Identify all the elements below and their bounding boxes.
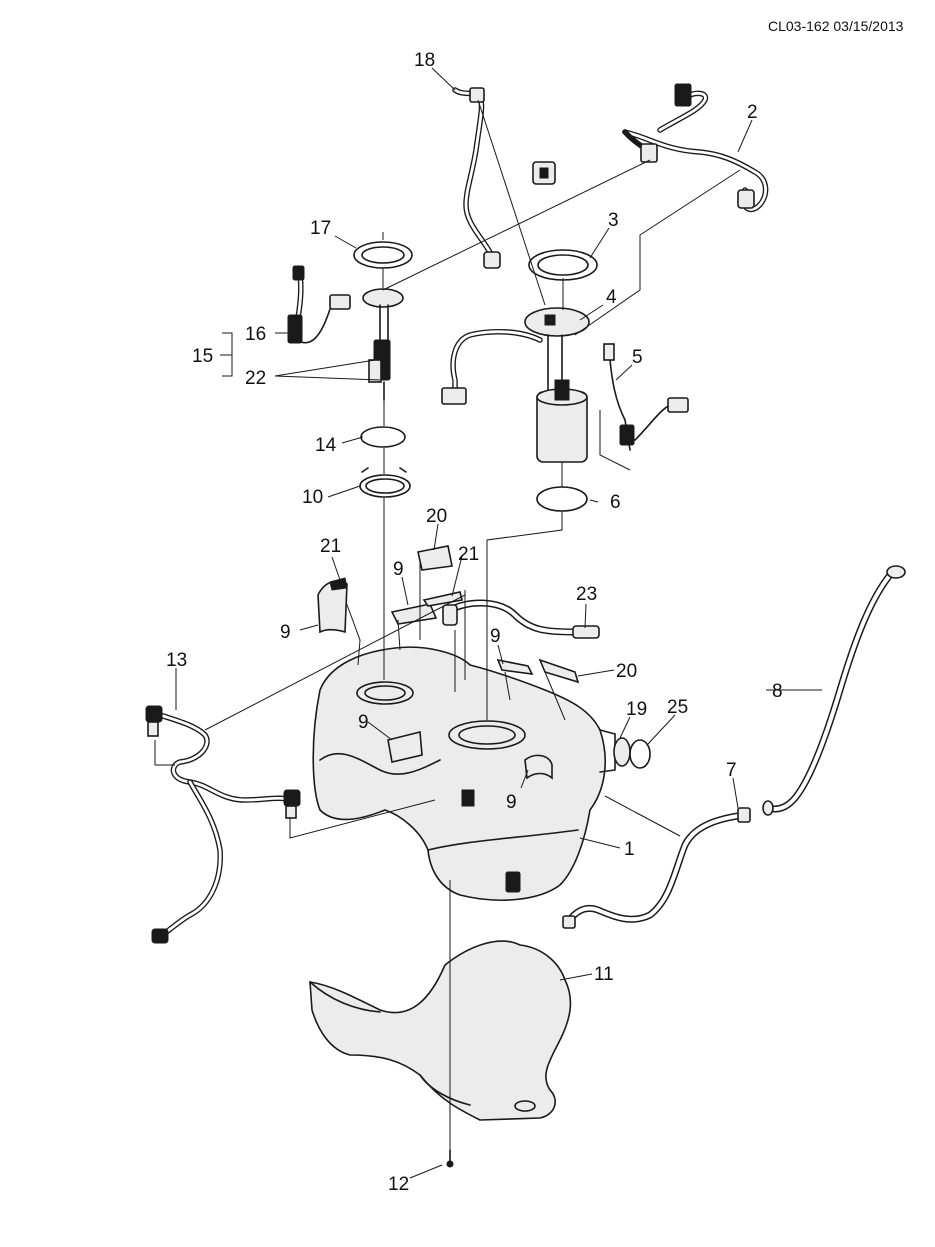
callout-2: 2 [747, 102, 758, 123]
heat-shield-part-11 [309, 940, 572, 1121]
callout-11: 11 [594, 964, 614, 985]
callout-5: 5 [632, 347, 643, 368]
callout-1: 1 [624, 839, 635, 860]
pad-part-21-left [317, 577, 348, 634]
connector-clip [532, 161, 556, 185]
lock-ring-part-17 [353, 241, 413, 269]
callout-4: 4 [606, 287, 617, 308]
callout-18: 18 [414, 50, 435, 71]
callout-16: 16 [245, 324, 266, 345]
callout-9-upper: 9 [393, 559, 404, 580]
wiring-harness-part-13 [145, 705, 301, 944]
retainer-part-10 [359, 467, 411, 498]
callout-3: 3 [608, 210, 619, 231]
o-ring-seal-part-14 [360, 426, 406, 448]
assembly-leader-lines [154, 99, 741, 1150]
callout-8: 8 [772, 681, 783, 702]
wiring-harness-part-18 [452, 87, 501, 269]
callout-9-right: 9 [490, 626, 501, 647]
vapor-line-part-23 [442, 599, 600, 639]
callout-numbers: 18 2 17 3 4 16 15 22 5 14 10 6 20 21 21 … [166, 50, 783, 1195]
callout-19: 19 [626, 699, 647, 720]
bolt-part-12 [446, 1149, 454, 1168]
callout-6: 6 [610, 492, 621, 513]
fuel-tank-part-1 [312, 646, 631, 901]
callout-23: 23 [576, 584, 597, 605]
callout-21-left: 21 [320, 536, 341, 557]
callout-25: 25 [667, 697, 688, 718]
pad-part-9-right [496, 658, 534, 675]
callout-13: 13 [166, 650, 187, 671]
wiring-harness-part-2 [622, 83, 769, 213]
callout-14: 14 [315, 435, 337, 456]
callout-9-left: 9 [280, 622, 291, 643]
o-ring-seal-part-6 [536, 486, 588, 512]
wiring-harness-part-5 [599, 343, 689, 471]
callout-22: 22 [245, 368, 266, 389]
callout-7: 7 [726, 760, 737, 781]
pad-part-20-right [538, 658, 580, 684]
filler-pipe-part-8 [762, 565, 906, 816]
document-code: CL03-162 03/15/2013 [768, 18, 904, 34]
callout-20-top: 20 [426, 506, 447, 527]
callout-21-mid: 21 [458, 544, 479, 565]
lock-ring-part-3 [528, 249, 598, 281]
callout-leaders [175, 67, 822, 1179]
vent-line-part-7 [562, 807, 751, 929]
callout-10: 10 [302, 487, 323, 508]
fuel-pump-module-part-4 [441, 307, 590, 463]
callout-9-lower: 9 [506, 792, 517, 813]
callout-9-tank: 9 [358, 712, 369, 733]
clamp-part-25 [629, 739, 651, 769]
callout-20-right: 20 [616, 661, 637, 682]
pad-part-20-top [417, 545, 453, 571]
callout-17: 17 [310, 218, 331, 239]
callout-12: 12 [388, 1174, 409, 1195]
fuel-level-sender-part-15 [287, 265, 404, 401]
callout-15: 15 [192, 346, 213, 367]
